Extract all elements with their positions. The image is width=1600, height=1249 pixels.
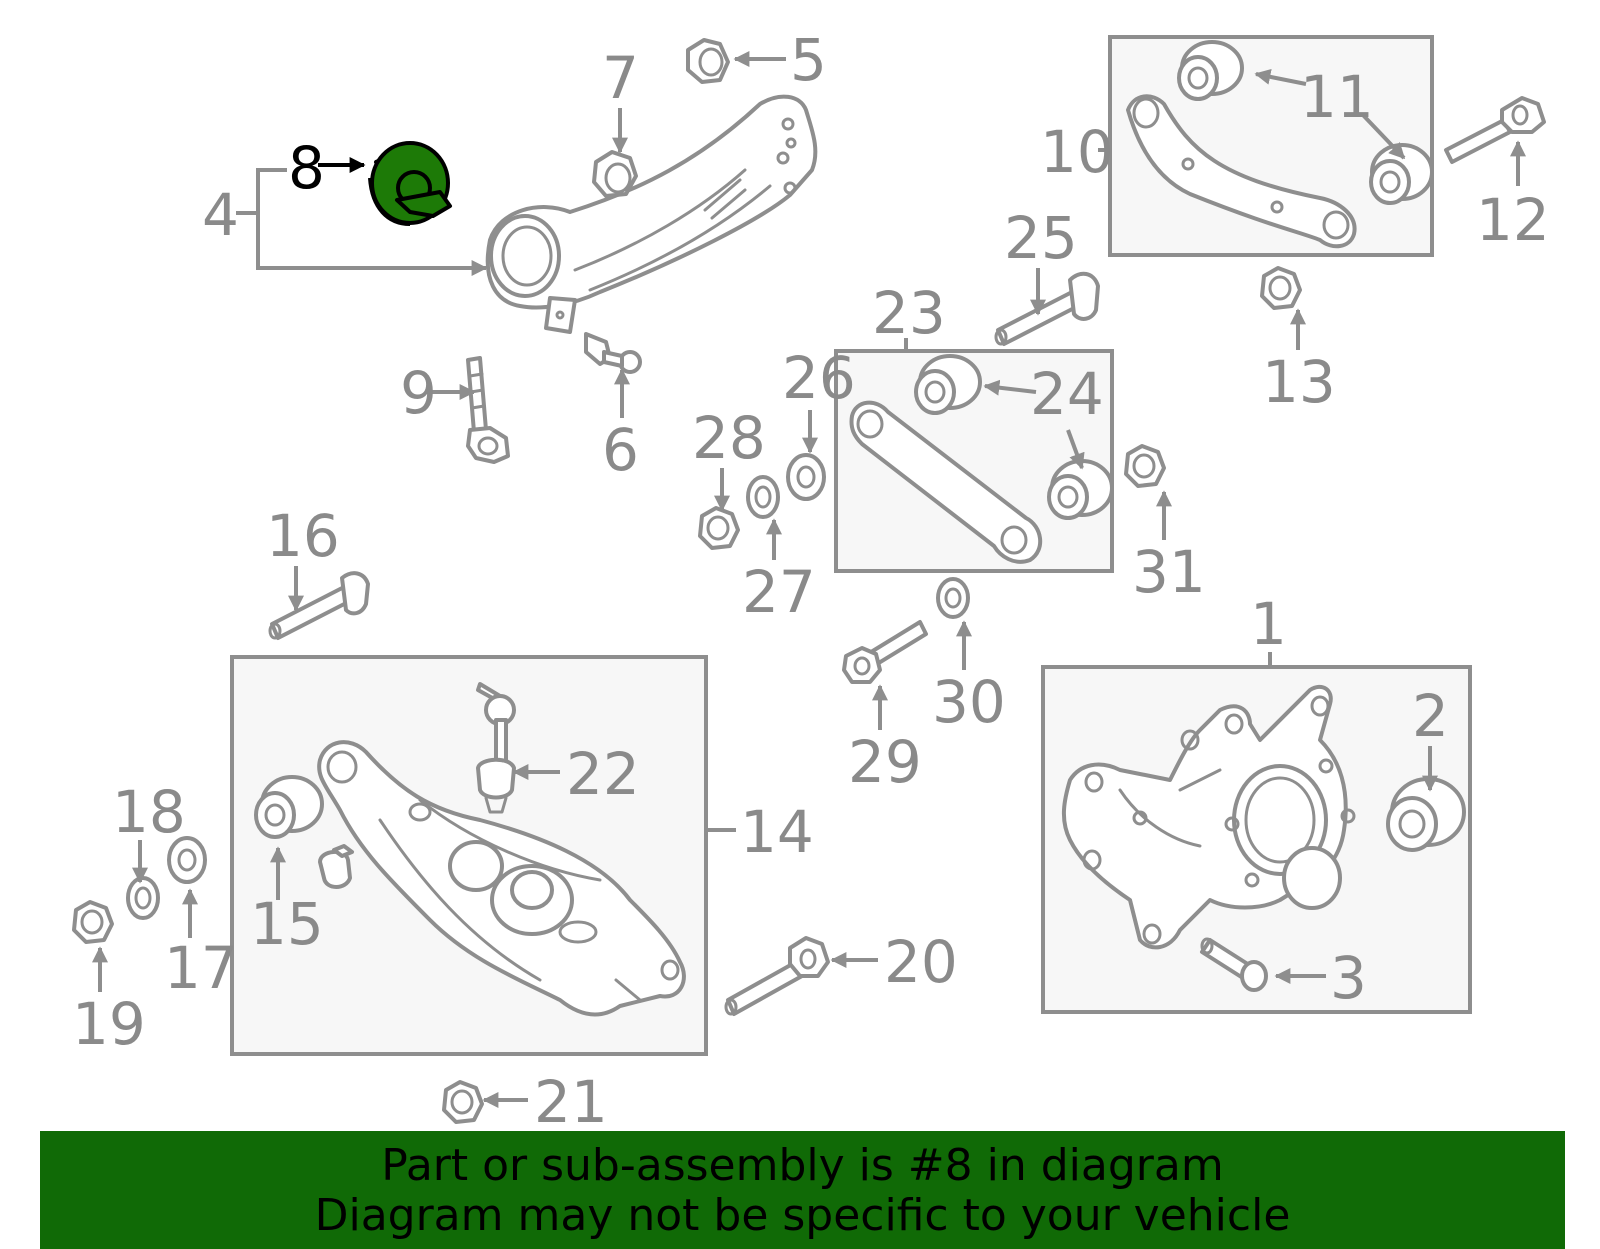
banner-line-1: Part or sub-assembly is #8 in diagram <box>381 1140 1224 1191</box>
callout-10[interactable]: 10 <box>1040 118 1114 186</box>
part-6-stud[interactable] <box>584 332 642 374</box>
part-3-bolt[interactable] <box>1200 937 1268 992</box>
part-10-upper-arm[interactable] <box>1126 94 1357 249</box>
part-15-bushing[interactable] <box>254 775 324 839</box>
part-11-bushing-b[interactable] <box>1369 143 1434 205</box>
callout-18[interactable]: 18 <box>112 778 186 846</box>
callout-11[interactable]: 11 <box>1300 63 1374 131</box>
part-8-bushing[interactable] <box>368 141 452 226</box>
callout-24[interactable]: 24 <box>1030 360 1104 428</box>
callout-3[interactable]: 3 <box>1330 944 1367 1012</box>
callout-12[interactable]: 12 <box>1476 186 1550 254</box>
callout-19[interactable]: 19 <box>72 990 146 1058</box>
part-27-washer[interactable] <box>746 475 780 519</box>
callout-17[interactable]: 17 <box>164 934 238 1002</box>
part-11-bushing-a[interactable] <box>1177 40 1244 101</box>
callout-2[interactable]: 2 <box>1412 682 1449 750</box>
callout-9[interactable]: 9 <box>400 359 437 427</box>
part-23-link[interactable] <box>849 400 1042 564</box>
part-17-bushing[interactable] <box>167 836 207 884</box>
part-5-nut[interactable] <box>686 38 730 84</box>
callout-5[interactable]: 5 <box>790 26 827 94</box>
callout-29[interactable]: 29 <box>848 728 922 796</box>
part-13-nut[interactable] <box>1260 266 1302 310</box>
part-14-lower-arm[interactable] <box>317 740 686 1017</box>
callout-labels: 8 4 5 7 9 6 10 11 12 13 25 23 24 26 28 2… <box>72 26 1550 1136</box>
callout-8[interactable]: 8 <box>288 134 325 202</box>
part-28-nut[interactable] <box>698 506 740 550</box>
part-24-bushing-a[interactable] <box>914 354 982 415</box>
callout-16[interactable]: 16 <box>266 502 340 570</box>
callout-28[interactable]: 28 <box>692 404 766 472</box>
part-9-bolt[interactable] <box>466 356 510 464</box>
callout-6[interactable]: 6 <box>602 416 639 484</box>
part-31-nut[interactable] <box>1124 444 1166 488</box>
part-18-washer[interactable] <box>126 876 160 920</box>
part-25-bolt[interactable] <box>994 271 1100 346</box>
leader-lines <box>92 51 1526 1108</box>
part-7-nut[interactable] <box>592 150 638 198</box>
callout-7[interactable]: 7 <box>602 44 639 112</box>
callout-14[interactable]: 14 <box>740 798 814 866</box>
callout-4[interactable]: 4 <box>202 181 239 249</box>
callout-1[interactable]: 1 <box>1250 590 1287 658</box>
part-16-bolt[interactable] <box>268 571 370 640</box>
part-26-bushing[interactable] <box>786 453 826 501</box>
part-2-bushing[interactable] <box>1386 777 1466 852</box>
part-30-washer[interactable] <box>936 577 970 619</box>
part-19-nut[interactable] <box>72 900 114 944</box>
part-1-knuckle[interactable] <box>1062 684 1356 950</box>
part-20-bolt[interactable] <box>724 936 830 1016</box>
callout-22[interactable]: 22 <box>566 740 640 808</box>
callout-30[interactable]: 30 <box>932 668 1006 736</box>
part-21-nut[interactable] <box>442 1080 484 1124</box>
part-24-bushing-b[interactable] <box>1047 459 1114 520</box>
part-22-stabilizer-link[interactable] <box>476 682 516 814</box>
callout-21[interactable]: 21 <box>534 1068 608 1136</box>
info-banner: Part or sub-assembly is #8 in diagram Di… <box>40 1131 1565 1249</box>
banner-line-2: Diagram may not be specific to your vehi… <box>314 1190 1291 1241</box>
callout-26[interactable]: 26 <box>782 344 856 412</box>
part-12-bolt[interactable] <box>1444 96 1546 164</box>
callout-13[interactable]: 13 <box>1262 348 1336 416</box>
callout-25[interactable]: 25 <box>1004 204 1078 272</box>
callout-20[interactable]: 20 <box>884 928 958 996</box>
callout-23[interactable]: 23 <box>872 279 946 347</box>
callout-27[interactable]: 27 <box>742 558 816 626</box>
part-4-trailing-arm[interactable] <box>485 94 818 334</box>
callout-15[interactable]: 15 <box>250 890 324 958</box>
part-29-bolt[interactable] <box>842 620 928 684</box>
callout-31[interactable]: 31 <box>1132 538 1206 606</box>
part-cap <box>318 844 354 889</box>
